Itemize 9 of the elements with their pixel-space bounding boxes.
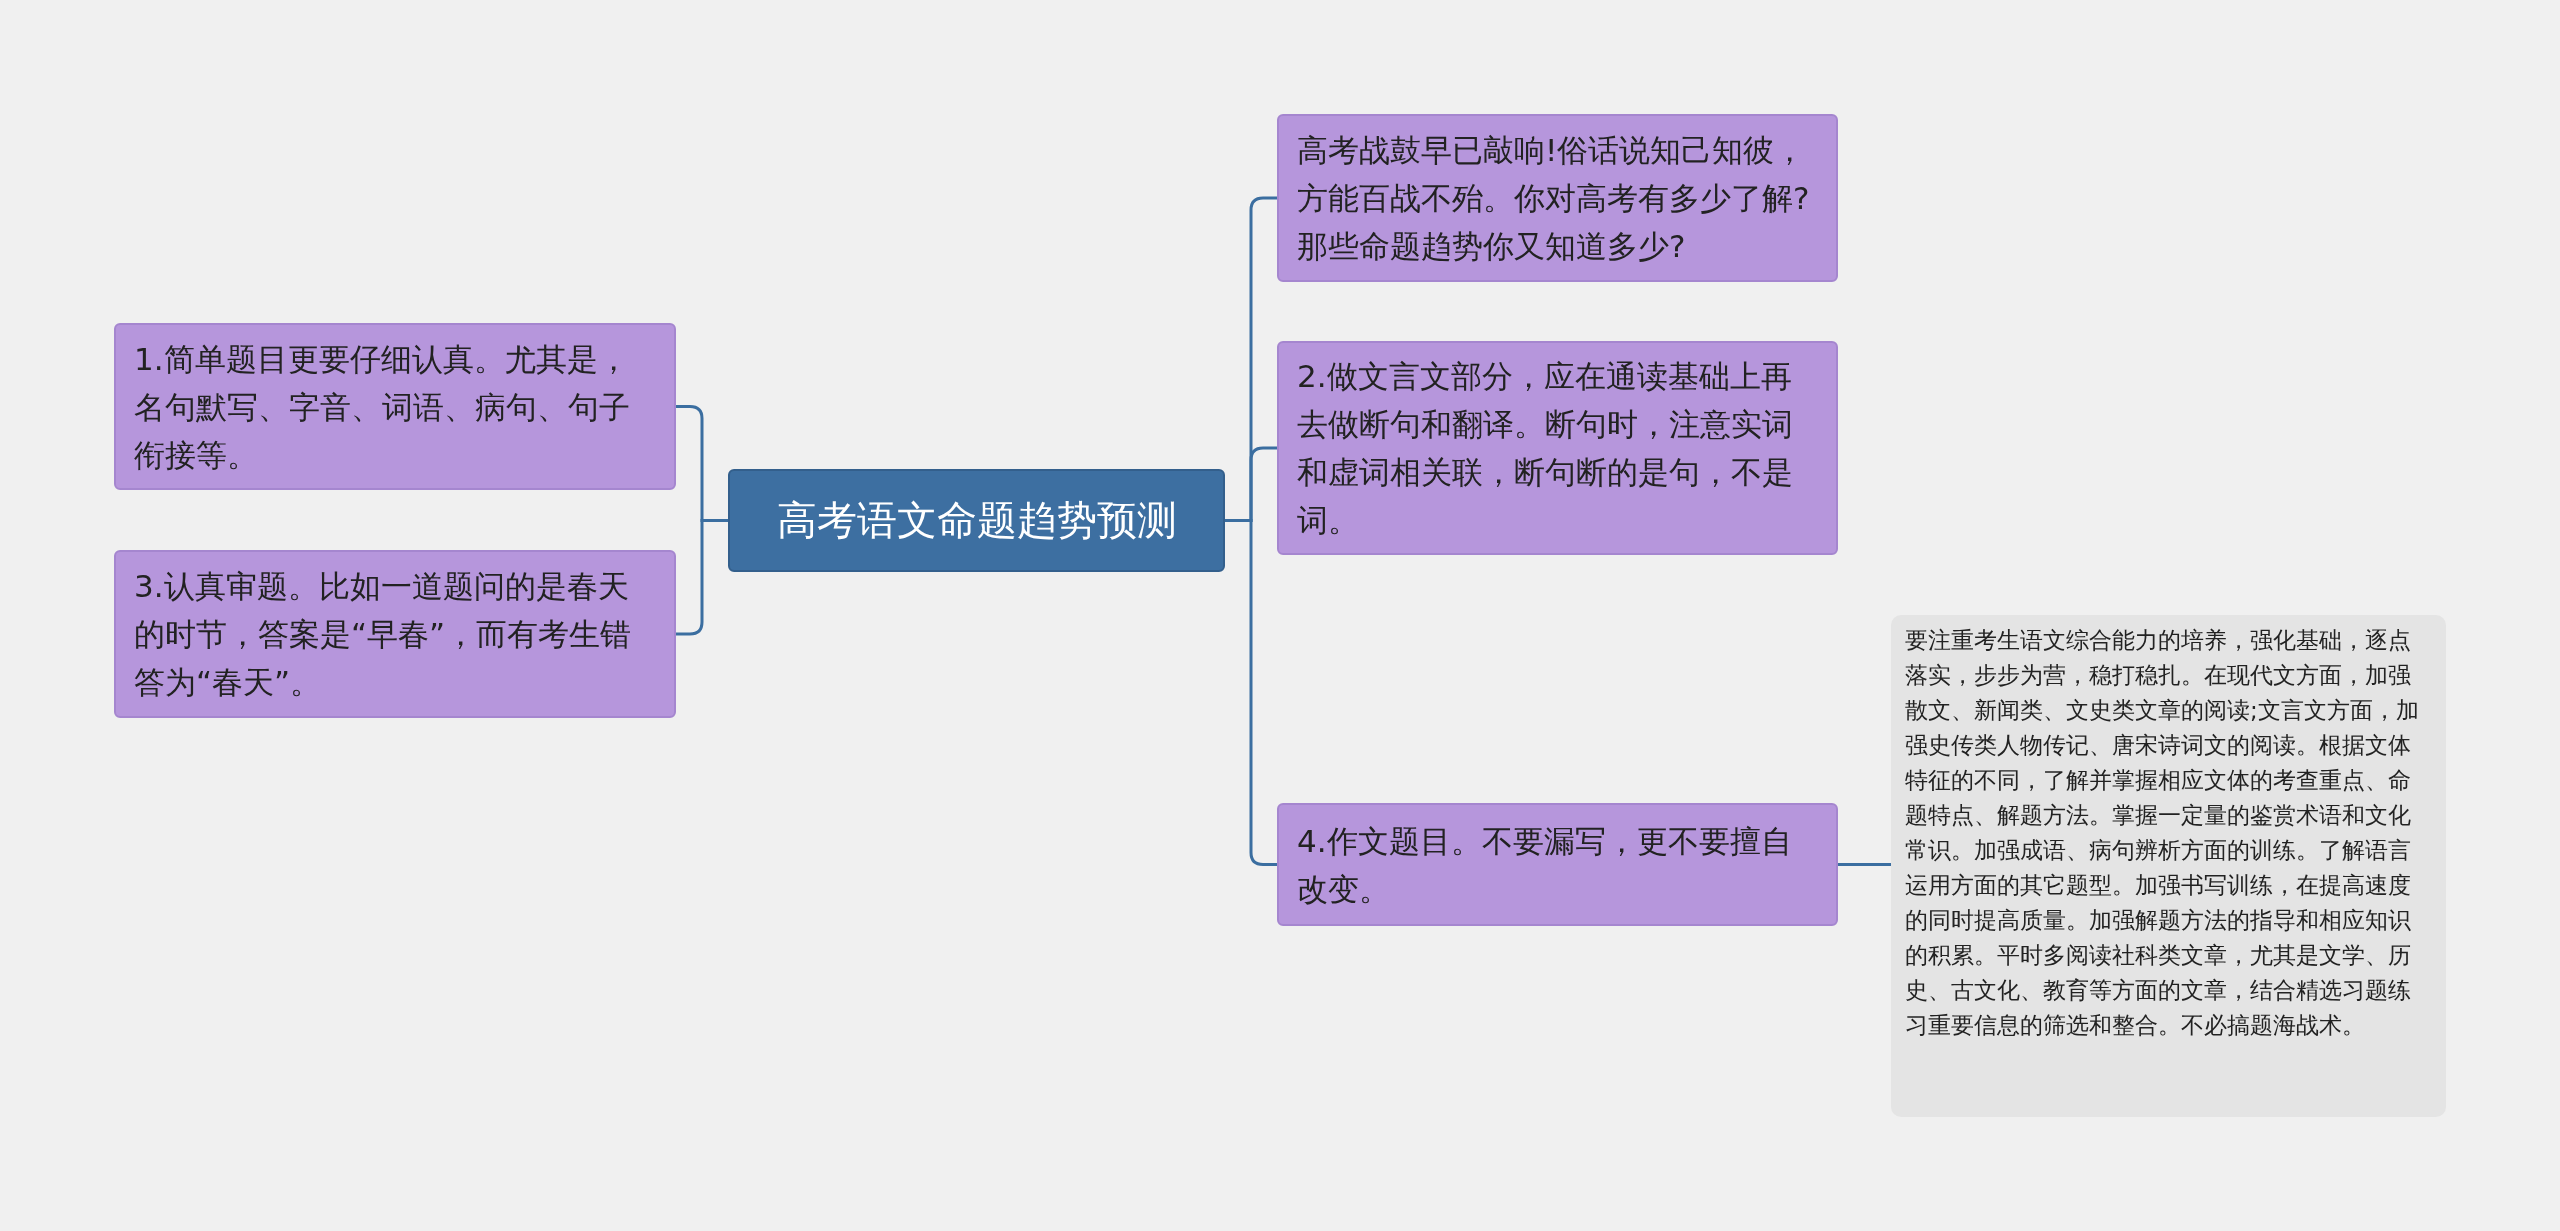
topic-box: 4.作文题目。不要漏写，更不要擅自改变。 <box>1277 803 1838 926</box>
topic-box: 1.简单题目更要仔细认真。尤其是，名句默写、字音、词语、病句、句子衔接等。 <box>114 323 676 490</box>
central-topic-box: 高考语文命题趋势预测 <box>728 469 1225 572</box>
topic-box: 2.做文言文部分，应在通读基础上再去做断句和翻译。断句时，注意实词和虚词相关联，断句断的是句，不是词。 <box>1277 341 1838 555</box>
topic-box: 高考战鼓早已敲响!俗话说知己知彼，方能百战不殆。你对高考有多少了解?那些命题趋势你又知道多少? <box>1277 114 1838 282</box>
connector-line <box>1225 519 1277 866</box>
connector-line <box>1838 863 1891 866</box>
note-box: 要注重考生语文综合能力的培养，强化基础，逐点落实，步步为营，稳打稳扎。在现代文方面，加强散文、新闻类、文史类文章的阅读;文言文方面，加强史传类人物传记、唐宋诗词文的阅读。根据文体特征的不同，了解并掌握相应文体的考查重点、命题特点、解题方法。掌握一定量的鉴赏术语和文化常识。加强成语、病句辨析方面的训练。了解语言运用方面的其它题型。加强书写训练，在提高速度的同时提高质量。加强解题方法的指导和相应知识的积累。平时多阅读社科类文章，尤其是文学、历史、古文化、教育等方面的文章，结合精选习题练习重要信息的筛选和整合。不必搞题海战术。 <box>1891 615 2446 1117</box>
topic-box: 3.认真审题。比如一道题问的是春天的时节，答案是“早春”，而有考生错答为“春天”。 <box>114 550 676 718</box>
